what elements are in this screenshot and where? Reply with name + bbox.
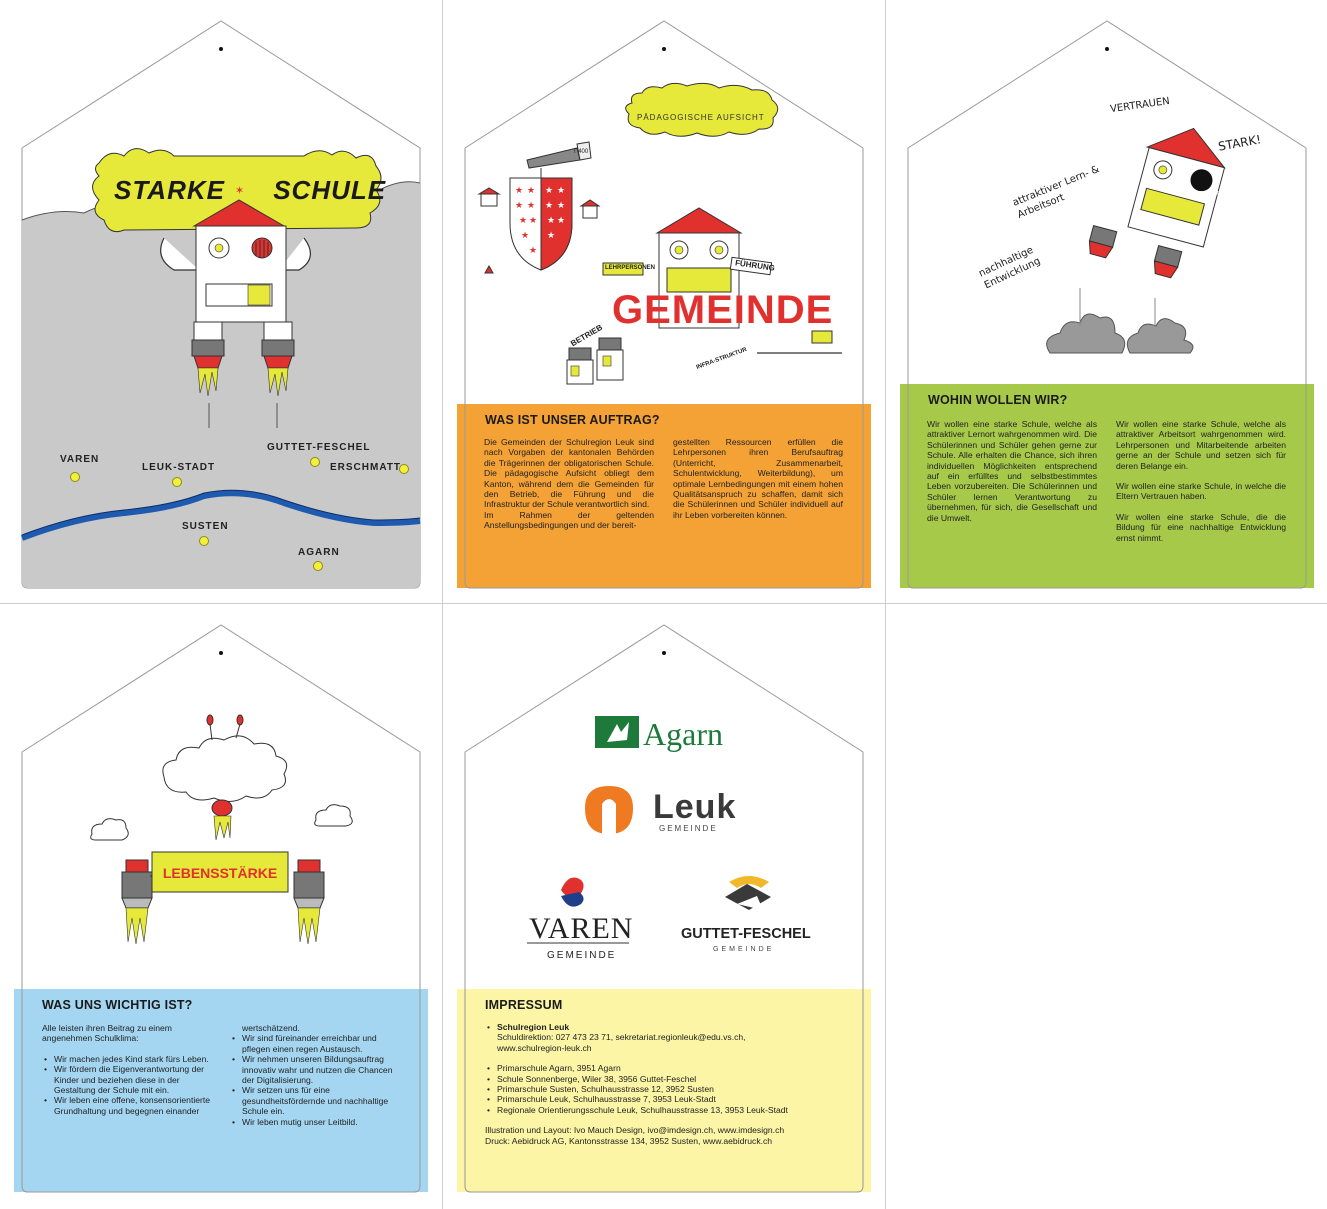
list: Wir machen jedes Kind stark fürs Leben. …	[42, 1054, 214, 1116]
svg-text:★: ★	[547, 216, 555, 226]
cloud-label: PÄDAGOGISCHE AUFSICHT	[637, 113, 765, 122]
col-right: wertschätzend. Wir sind füreinander erre…	[230, 1023, 402, 1127]
banner-left: STARKE	[114, 175, 225, 205]
list-item: Wir machen jedes Kind stark fürs Leben.	[44, 1054, 214, 1065]
big-label-gemeinde: GEMEINDE	[612, 288, 834, 332]
list: Wir sind füreinander erreichbar und pfle…	[230, 1033, 402, 1127]
sign-lehrpersonen: LEHRPERSONEN	[605, 265, 656, 271]
panel2-art: ★★★★★★★★ ★★★★★★★	[457, 20, 871, 589]
col-left: Wir wollen eine starke Schule, welche al…	[927, 419, 1097, 523]
list-item: Wir setzen uns für eine gesundheitsförde…	[232, 1085, 402, 1116]
town-guttet-feschel: GUTTET-FESCHEL	[267, 442, 371, 453]
list-item: Wir fördern die Eigenverantwortung der K…	[44, 1064, 214, 1095]
logo-varen: VAREN	[529, 912, 634, 945]
list-item: Wir nehmen unseren Bildungsauftrag innov…	[232, 1054, 402, 1085]
logo-varen-sub: GEMEINDE	[547, 950, 617, 961]
continuation: wertschätzend.	[242, 1023, 300, 1033]
intro: Alle leisten ihren Beitrag zu einem ange…	[42, 1023, 172, 1044]
label-future: FUTURE	[1200, 191, 1221, 197]
list-item: Regionale Orientierungsschule Leuk, Schu…	[487, 1105, 855, 1116]
list-item: Primarschule Leuk, Schulhausstrasse 7, 3…	[487, 1094, 855, 1105]
panel-auftrag: ★★★★★★★★ ★★★★★★★	[457, 8, 871, 590]
panel-wichtig: LEBENSSTÄRKE WAS UNS WICHTIG IST? Alle l…	[14, 612, 428, 1194]
panel-starke-schule: ✶ STARKE SCHULE VAREN LEUK-STADT GUTTET-…	[14, 8, 428, 590]
list-item: Wir sind füreinander erreichbar und pfle…	[232, 1033, 402, 1054]
section-title: IMPRESSUM	[485, 998, 563, 1012]
town-erschmatt: ERSCHMATT	[330, 462, 402, 473]
section-title: WOHIN WOLLEN WIR?	[928, 393, 1068, 407]
paragraph: Wir wollen eine starke Schule, in welche…	[1116, 481, 1286, 502]
svg-text:★: ★	[529, 246, 537, 256]
dot-guttet-feschel	[310, 457, 320, 467]
town-varen: VAREN	[60, 454, 100, 465]
svg-text:★: ★	[515, 186, 523, 196]
svg-text:★: ★	[527, 186, 535, 196]
tele-label: T 400	[573, 149, 589, 155]
panel-impressum: Agarn Leuk GEMEINDE VAREN GEMEINDE GUTTE…	[457, 612, 871, 1194]
svg-text:★: ★	[527, 201, 535, 211]
paragraph: Wir wollen eine starke Schule, die die B…	[1116, 511, 1286, 543]
svg-text:★: ★	[521, 231, 529, 241]
dot-agarn	[313, 561, 323, 571]
grid-hline	[0, 603, 1327, 604]
svg-text:★: ★	[557, 201, 565, 211]
svg-text:★: ★	[557, 186, 565, 196]
dot-varen	[70, 472, 80, 482]
town-agarn: AGARN	[298, 547, 340, 558]
panel3-art	[900, 20, 1314, 589]
org-line1: Schuldirektion: 027 473 23 71, sekretari…	[497, 1032, 746, 1043]
credit-illustration: Illustration und Layout: Ivo Mauch Desig…	[485, 1125, 785, 1136]
col-left: Die Gemeinden der Schulregion Leuk sind …	[484, 437, 654, 531]
dot-leuk-stadt	[172, 477, 182, 487]
logo-guttet: GUTTET-FESCHEL	[681, 926, 811, 942]
paragraph: Wir wollen eine starke Schule, welche al…	[1116, 419, 1286, 471]
list-item: Wir leben mutig unser Leitbild.	[232, 1117, 402, 1128]
svg-text:✶: ✶	[235, 184, 244, 197]
logo-leuk-sub: GEMEINDE	[659, 824, 718, 833]
banner-text: STARKE SCHULE	[114, 175, 386, 206]
svg-text:★: ★	[529, 216, 537, 226]
svg-text:★: ★	[545, 186, 553, 196]
panel-wohin: VERTRAUEN STARK! attraktiver Lern- & Arb…	[900, 8, 1314, 590]
logo-agarn: Agarn	[643, 716, 723, 752]
org-name: Schulregion Leuk	[497, 1022, 570, 1032]
list-item: Primarschule Agarn, 3951 Agarn	[487, 1063, 855, 1074]
svg-text:★: ★	[547, 231, 555, 241]
dot-susten	[199, 536, 209, 546]
town-susten: SUSTEN	[182, 521, 229, 532]
logo-leuk: Leuk	[653, 788, 737, 826]
list-item: Schule Sonnenberge, Wiler 38, 3956 Gutte…	[487, 1074, 855, 1085]
svg-text:★: ★	[519, 216, 527, 226]
list-item: Primarschule Susten, Schulhausstrasse 12…	[487, 1084, 855, 1095]
town-leuk-stadt: LEUK-STADT	[142, 462, 216, 473]
list-item: Wir leben eine offene, konsensorientiert…	[44, 1095, 214, 1116]
col-right: Wir wollen eine starke Schule, welche al…	[1116, 419, 1286, 553]
grid-vline-1	[442, 0, 443, 1209]
svg-text:★: ★	[545, 201, 553, 211]
section-title: WAS IST UNSER AUFTRAG?	[485, 413, 660, 427]
grid-vline-2	[885, 0, 886, 1209]
svg-text:★: ★	[557, 216, 565, 226]
col-right: gestellten Ressourcen erfüllen die Lehrp…	[673, 437, 843, 520]
section-title: WAS UNS WICHTIG IST?	[42, 998, 193, 1012]
logo-guttet-sub: GEMEINDE	[713, 946, 775, 953]
dot-erschmatt	[399, 464, 409, 474]
org-line2: www.schulregion-leuk.ch	[497, 1042, 592, 1053]
banner-right: SCHULE	[273, 175, 387, 205]
banner-lebensstaerke: LEBENSSTÄRKE	[162, 865, 278, 881]
panel1-art: ✶	[20, 20, 421, 589]
credit-druck: Druck: Aebidruck AG, Kantonsstrasse 134,…	[485, 1135, 773, 1146]
svg-text:★: ★	[515, 201, 523, 211]
school-list: Primarschule Agarn, 3951 Agarn Schule So…	[485, 1063, 855, 1115]
col-left: Alle leisten ihren Beitrag zu einem ange…	[42, 1023, 214, 1116]
